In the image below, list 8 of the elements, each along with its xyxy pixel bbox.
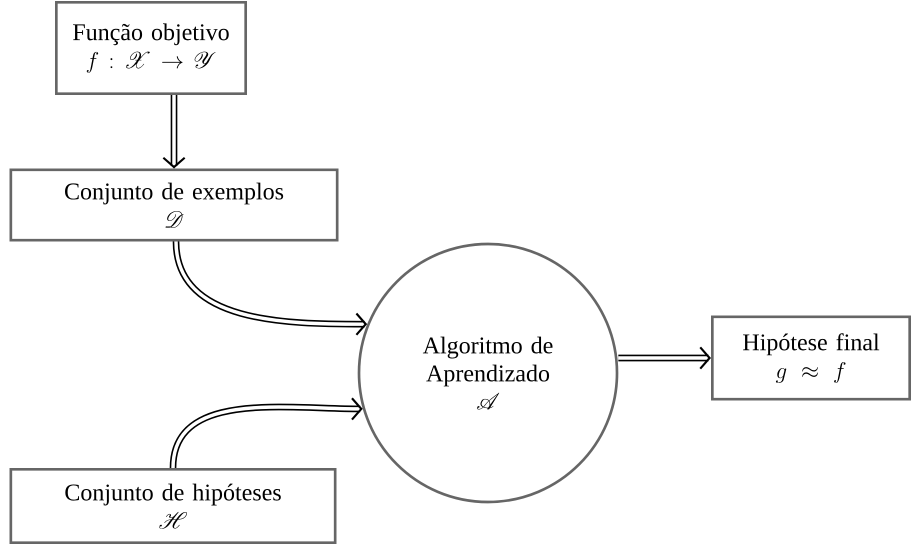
process-box: Conjunto de hipóteses $\mathscr{H}$ [10,468,336,544]
process-box: Hipótese final $g \approx f$ [711,316,912,400]
arrow [162,95,186,168]
arrow [170,398,363,468]
arrow [172,241,368,336]
arrow [618,346,712,370]
process-box: Função objetivo $f : \mathscr{X} \to \mathscr{Y}$ [55,1,247,95]
process-box: Conjunto de exemplos $\mathscr{D}$ [10,168,338,242]
